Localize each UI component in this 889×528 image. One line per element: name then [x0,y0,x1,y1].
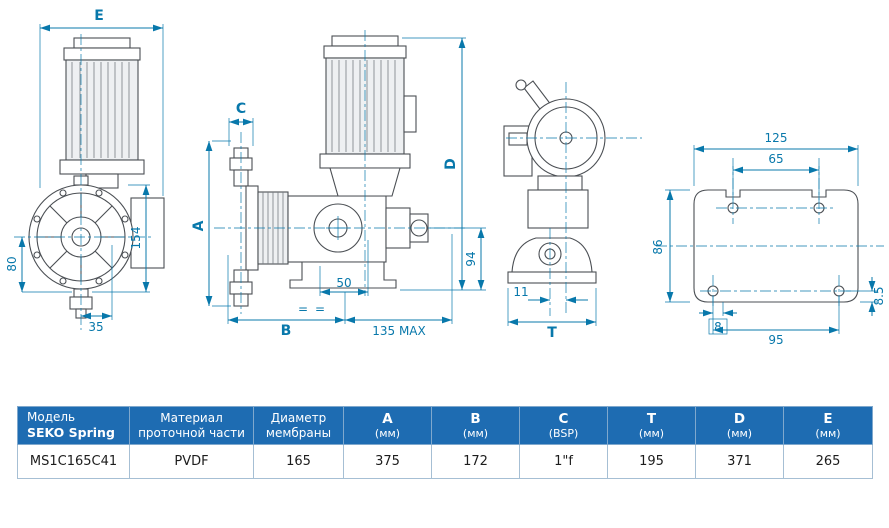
dim-label-d: D [443,158,459,170]
cell-diameter: 165 [253,444,344,479]
base-plate-dimensions: 125 65 86 8.5 8 95 [651,131,886,347]
side-view-drawing [214,30,466,314]
col-header-t: T (мм) [607,406,696,445]
col-header-d: D (мм) [695,406,784,445]
col-header-t-letter: T [646,411,657,427]
col-header-a-letter: A [382,411,393,427]
col-header-diameter-line2: мембраны [265,425,332,440]
col-header-diameter-line1: Диаметр [270,410,327,425]
dim-label-11: 11 [513,285,528,299]
col-header-material-line1: Материал [160,410,223,425]
col-header-d-letter: D [733,411,746,427]
cell-a: 375 [343,444,432,479]
dim-equal-right: = [315,302,325,316]
dim-label-135max: 135 MAX [372,324,426,338]
col-header-t-unit: (мм) [638,427,665,440]
col-header-b-letter: B [470,411,481,427]
spec-table: Модель SEKO Spring Материал проточной ча… [17,406,873,479]
cell-c: 1"f [519,444,608,479]
front-view-drawing [14,34,165,330]
technical-drawing: E 154 80 35 [5,8,886,347]
front-view-dimensions: E 154 80 35 [5,8,164,334]
col-header-a: A (мм) [343,406,432,445]
col-header-d-unit: (мм) [726,427,753,440]
dim-label-c: C [236,101,246,117]
col-header-e-letter: E [823,411,833,427]
dim-equal-left: = [298,302,308,316]
dim-label-b: B [281,323,292,339]
col-header-c-letter: C [558,411,569,427]
dim-label-t: T [547,325,557,341]
dim-label-94: 94 [464,251,478,266]
cell-b: 172 [431,444,520,479]
dim-label-125: 125 [765,131,788,145]
dim-label-65: 65 [768,152,783,166]
cell-e: 265 [783,444,873,479]
col-header-model-line1: Модель [27,410,76,424]
col-header-model-line2: SEKO Spring [27,425,115,440]
dim-label-154: 154 [129,227,143,250]
dim-label-a: A [191,220,207,231]
dim-label-8: 8 [714,320,722,334]
col-header-material: Материал проточной части [129,406,254,445]
col-header-diameter: Диаметр мембраны [253,406,344,445]
col-header-c: C (BSP) [519,406,608,445]
dim-label-8-5: 8.5 [872,286,886,305]
col-header-b-unit: (мм) [462,427,489,440]
cell-d: 371 [695,444,784,479]
base-plate-drawing [656,158,884,308]
side-view-dimensions: C A 50 = = B 135 MAX D 94 [191,37,486,339]
cell-t: 195 [607,444,696,479]
col-header-b: B (мм) [431,406,520,445]
col-header-model: Модель SEKO Spring [17,406,130,445]
dim-label-95: 95 [768,333,783,347]
dim-label-35: 35 [88,320,103,334]
data-row: MS1C165C41 PVDF 165 375 172 1"f 195 371 … [17,444,873,479]
dim-label-86: 86 [651,239,665,254]
cell-model: MS1C165C41 [17,444,130,479]
col-header-a-unit: (мм) [374,427,401,440]
col-header-material-line2: проточной части [138,425,245,440]
dim-label-50: 50 [336,276,351,290]
header-row: Модель SEKO Spring Материал проточной ча… [17,406,873,445]
col-header-c-unit: (BSP) [548,427,579,440]
cell-material: PVDF [129,444,254,479]
col-header-e: E (мм) [783,406,873,445]
dim-label-e: E [94,8,104,24]
end-view-drawing [503,79,642,316]
end-view-dimensions: 11 T [507,285,597,341]
dim-label-80: 80 [5,256,19,271]
col-header-e-unit: (мм) [815,427,841,440]
